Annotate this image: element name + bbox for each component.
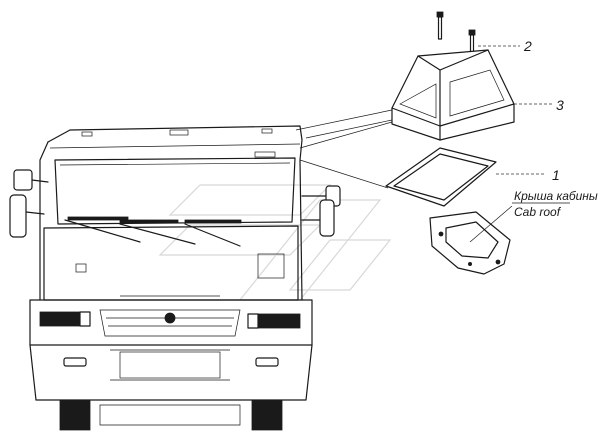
roof-marker-light — [81, 131, 93, 137]
wiper-blade — [119, 219, 179, 224]
windshield — [54, 157, 296, 225]
callout-label-1: 1 — [552, 167, 560, 183]
note-english: Cab roof — [514, 205, 562, 219]
roof-edge-line — [49, 143, 301, 149]
mirror-left — [9, 169, 49, 238]
grille — [99, 309, 241, 337]
cab-roof-outline — [47, 125, 303, 143]
gasket — [385, 147, 497, 207]
headlight-right — [257, 313, 301, 329]
note-russian: Крыша кабины — [514, 189, 598, 203]
front-panel-plate — [257, 253, 285, 279]
roof-marker-light — [169, 129, 189, 136]
cab-left-pillar — [39, 141, 49, 301]
assembly-leaders — [295, 109, 393, 189]
wiper-blade — [184, 219, 242, 224]
headlight-left-outer — [79, 311, 91, 327]
headlight-right-outer — [247, 313, 259, 329]
brand-emblem — [164, 312, 176, 324]
note-leader — [469, 205, 513, 243]
wiper-left — [64, 219, 141, 243]
callout-label-3: 3 — [556, 97, 564, 113]
cab-roof-plate — [429, 211, 511, 275]
chassis-underside — [99, 404, 241, 426]
wiper-right — [184, 223, 241, 247]
roof-badge — [254, 151, 276, 158]
truck-cab — [9, 125, 341, 431]
mounting-hole — [495, 259, 501, 265]
license-plate-area — [119, 351, 221, 379]
fog-lamp-left — [63, 357, 87, 367]
windshield-inner-line — [59, 162, 291, 166]
fog-lamp-right — [255, 357, 279, 367]
watermark-logo — [158, 184, 392, 301]
lower-bumper — [29, 344, 313, 401]
mirror-right — [301, 185, 341, 237]
bumper-trim — [110, 349, 230, 381]
bolt-left — [436, 11, 444, 40]
wheel-right — [251, 399, 283, 431]
callout-label-2: 2 — [523, 38, 532, 54]
mounting-hole — [467, 261, 472, 266]
headlight-left — [39, 311, 81, 327]
mounting-hole — [438, 231, 444, 237]
roof-marker-light — [261, 128, 273, 134]
wheel-left — [59, 399, 91, 431]
license-lamp — [75, 263, 87, 273]
wiper-blade — [67, 216, 129, 221]
lamp-housing — [391, 49, 515, 141]
